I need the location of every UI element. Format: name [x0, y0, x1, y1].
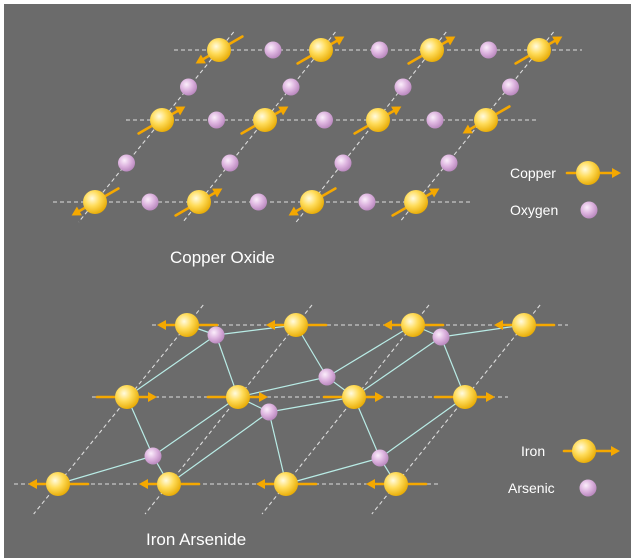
copper-atom [300, 190, 324, 214]
legend-oxygen-label: Oxygen [510, 202, 558, 218]
copper-atom [366, 108, 390, 132]
arsenic-atom [432, 328, 450, 346]
copper-atom [527, 38, 551, 62]
bond-line [215, 324, 297, 336]
figure-background [4, 4, 631, 558]
arsenic-atom [144, 447, 162, 465]
oxygen-atom [264, 41, 282, 59]
oxygen-atom [371, 41, 388, 59]
bond-line [268, 396, 355, 413]
bond-line [379, 396, 466, 459]
iron-atom [453, 385, 477, 409]
oxygen-atom [180, 78, 197, 96]
bond-line [268, 411, 287, 485]
bond-line [440, 324, 525, 338]
legend-arsenic-label: Arsenic [508, 480, 555, 496]
bond-line [57, 455, 154, 485]
iron-atom [46, 472, 70, 496]
ligand-atoms [118, 41, 598, 497]
copper-atom [404, 190, 428, 214]
oxygen-atom [334, 154, 352, 172]
copper-atom [420, 38, 444, 62]
iron-atom [512, 313, 536, 337]
oxygen-atom [250, 193, 267, 211]
oxygen-atom [426, 111, 444, 129]
iron-arsenide-column-line [144, 304, 313, 515]
copper-oxide-title: Copper Oxide [170, 248, 275, 267]
legend-iron-icon [572, 439, 596, 463]
oxygen-atom [440, 154, 458, 172]
legend-copper-label: Copper [510, 165, 556, 181]
copper-atom [150, 108, 174, 132]
iron-atom [342, 385, 366, 409]
iron-atom [384, 472, 408, 496]
legend-copper-icon [576, 161, 600, 185]
bond-line [353, 336, 442, 398]
bond-line [126, 334, 217, 398]
bond-line [168, 411, 270, 485]
legend-oxygen-icon [580, 201, 598, 219]
oxygen-atom [394, 78, 412, 96]
arsenic-atom [371, 449, 389, 467]
oxygen-atom [208, 111, 225, 129]
oxygen-atom [141, 193, 159, 211]
iron-arsenide-column-line [261, 304, 430, 515]
oxygen-atom [358, 193, 376, 211]
bond-line [285, 457, 381, 485]
iron-arsenide-title: Iron Arsenide [146, 530, 246, 549]
copper-atom [253, 108, 277, 132]
iron-atom [157, 472, 181, 496]
spin-arrows [28, 35, 621, 489]
iron-arsenide-column-line [371, 304, 541, 515]
oxygen-atom [316, 111, 333, 129]
lattice-lines [14, 31, 582, 515]
oxygen-atom [221, 154, 239, 172]
arsenic-atom [318, 368, 336, 386]
copper-atom [207, 38, 231, 62]
copper-atom [83, 190, 107, 214]
bond-line [237, 376, 328, 398]
iron-atom [115, 385, 139, 409]
iron-atom [226, 385, 250, 409]
copper-atom [187, 190, 211, 214]
copper-atom [309, 38, 333, 62]
oxygen-atom [118, 154, 135, 172]
iron-atom [274, 472, 298, 496]
legend-iron-label: Iron [521, 443, 545, 459]
bond-line [152, 396, 239, 457]
oxygen-atom [282, 78, 300, 96]
oxygen-atom [502, 78, 519, 96]
arsenic-atom [207, 326, 225, 344]
copper-atom [474, 108, 498, 132]
iron-atom [175, 313, 199, 337]
iron-atom [401, 313, 425, 337]
iron-atom [284, 313, 308, 337]
legend-arsenic-icon [579, 479, 597, 497]
oxygen-atom [480, 41, 497, 59]
metal-atoms [46, 38, 600, 496]
bond-line [326, 324, 414, 378]
arsenic-atom [260, 403, 278, 421]
